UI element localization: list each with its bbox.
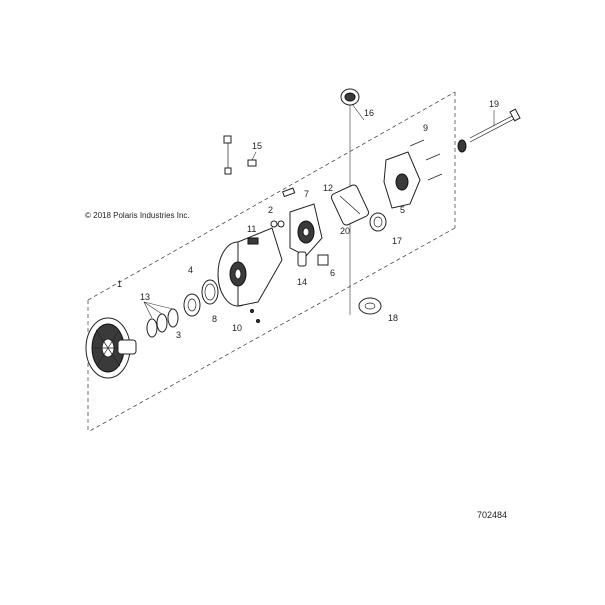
- part-10-pins: [250, 309, 260, 323]
- part-11-moveable-sheave: [217, 227, 283, 307]
- callout-11: 11: [247, 224, 256, 234]
- callout-3: 3: [176, 330, 181, 340]
- drawing-number: 702484: [477, 510, 507, 520]
- callout-15: 15: [252, 141, 262, 151]
- callout-10: 10: [232, 323, 242, 333]
- part-14-roller: [297, 251, 307, 267]
- part-6-block: [317, 254, 329, 266]
- callout-2: 2: [268, 205, 273, 215]
- callout-19: 19: [489, 99, 499, 109]
- callout-18: 18: [388, 313, 398, 323]
- part-17-bushing: [369, 212, 387, 232]
- part-20-spider: [289, 203, 323, 257]
- part-16-cap: [340, 88, 360, 106]
- callout-13: 13: [140, 292, 150, 302]
- callout-8: 8: [212, 314, 217, 324]
- part-7-pin: [281, 187, 296, 198]
- part-2-rollers: [270, 220, 285, 228]
- callout-1: 1: [117, 279, 122, 289]
- assembly-boundary: [87, 91, 456, 433]
- part-4-ring: [201, 279, 219, 305]
- part-13-washers: [146, 308, 179, 338]
- part-19-bolt: [457, 108, 521, 153]
- callout-17: 17: [392, 236, 402, 246]
- callout-20: 20: [340, 226, 350, 236]
- leader-lines: [143, 103, 495, 319]
- part-5-cover-plate: [383, 151, 421, 209]
- part-18-washer: [358, 297, 382, 315]
- callout-16: 16: [364, 108, 374, 118]
- part-8-bearing: [183, 293, 201, 317]
- callout-5: 5: [400, 205, 405, 215]
- copyright-notice: © 2018 Polaris Industries Inc.: [85, 211, 190, 220]
- callout-7: 7: [304, 189, 309, 199]
- callout-9: 9: [423, 123, 428, 133]
- callout-6: 6: [330, 268, 335, 278]
- part-12-spring: [330, 184, 370, 226]
- callout-12: 12: [323, 183, 333, 193]
- callout-4: 4: [188, 265, 193, 275]
- part-3-sheave: [85, 317, 137, 379]
- callout-14: 14: [297, 277, 307, 287]
- part-9-screws: [409, 139, 443, 181]
